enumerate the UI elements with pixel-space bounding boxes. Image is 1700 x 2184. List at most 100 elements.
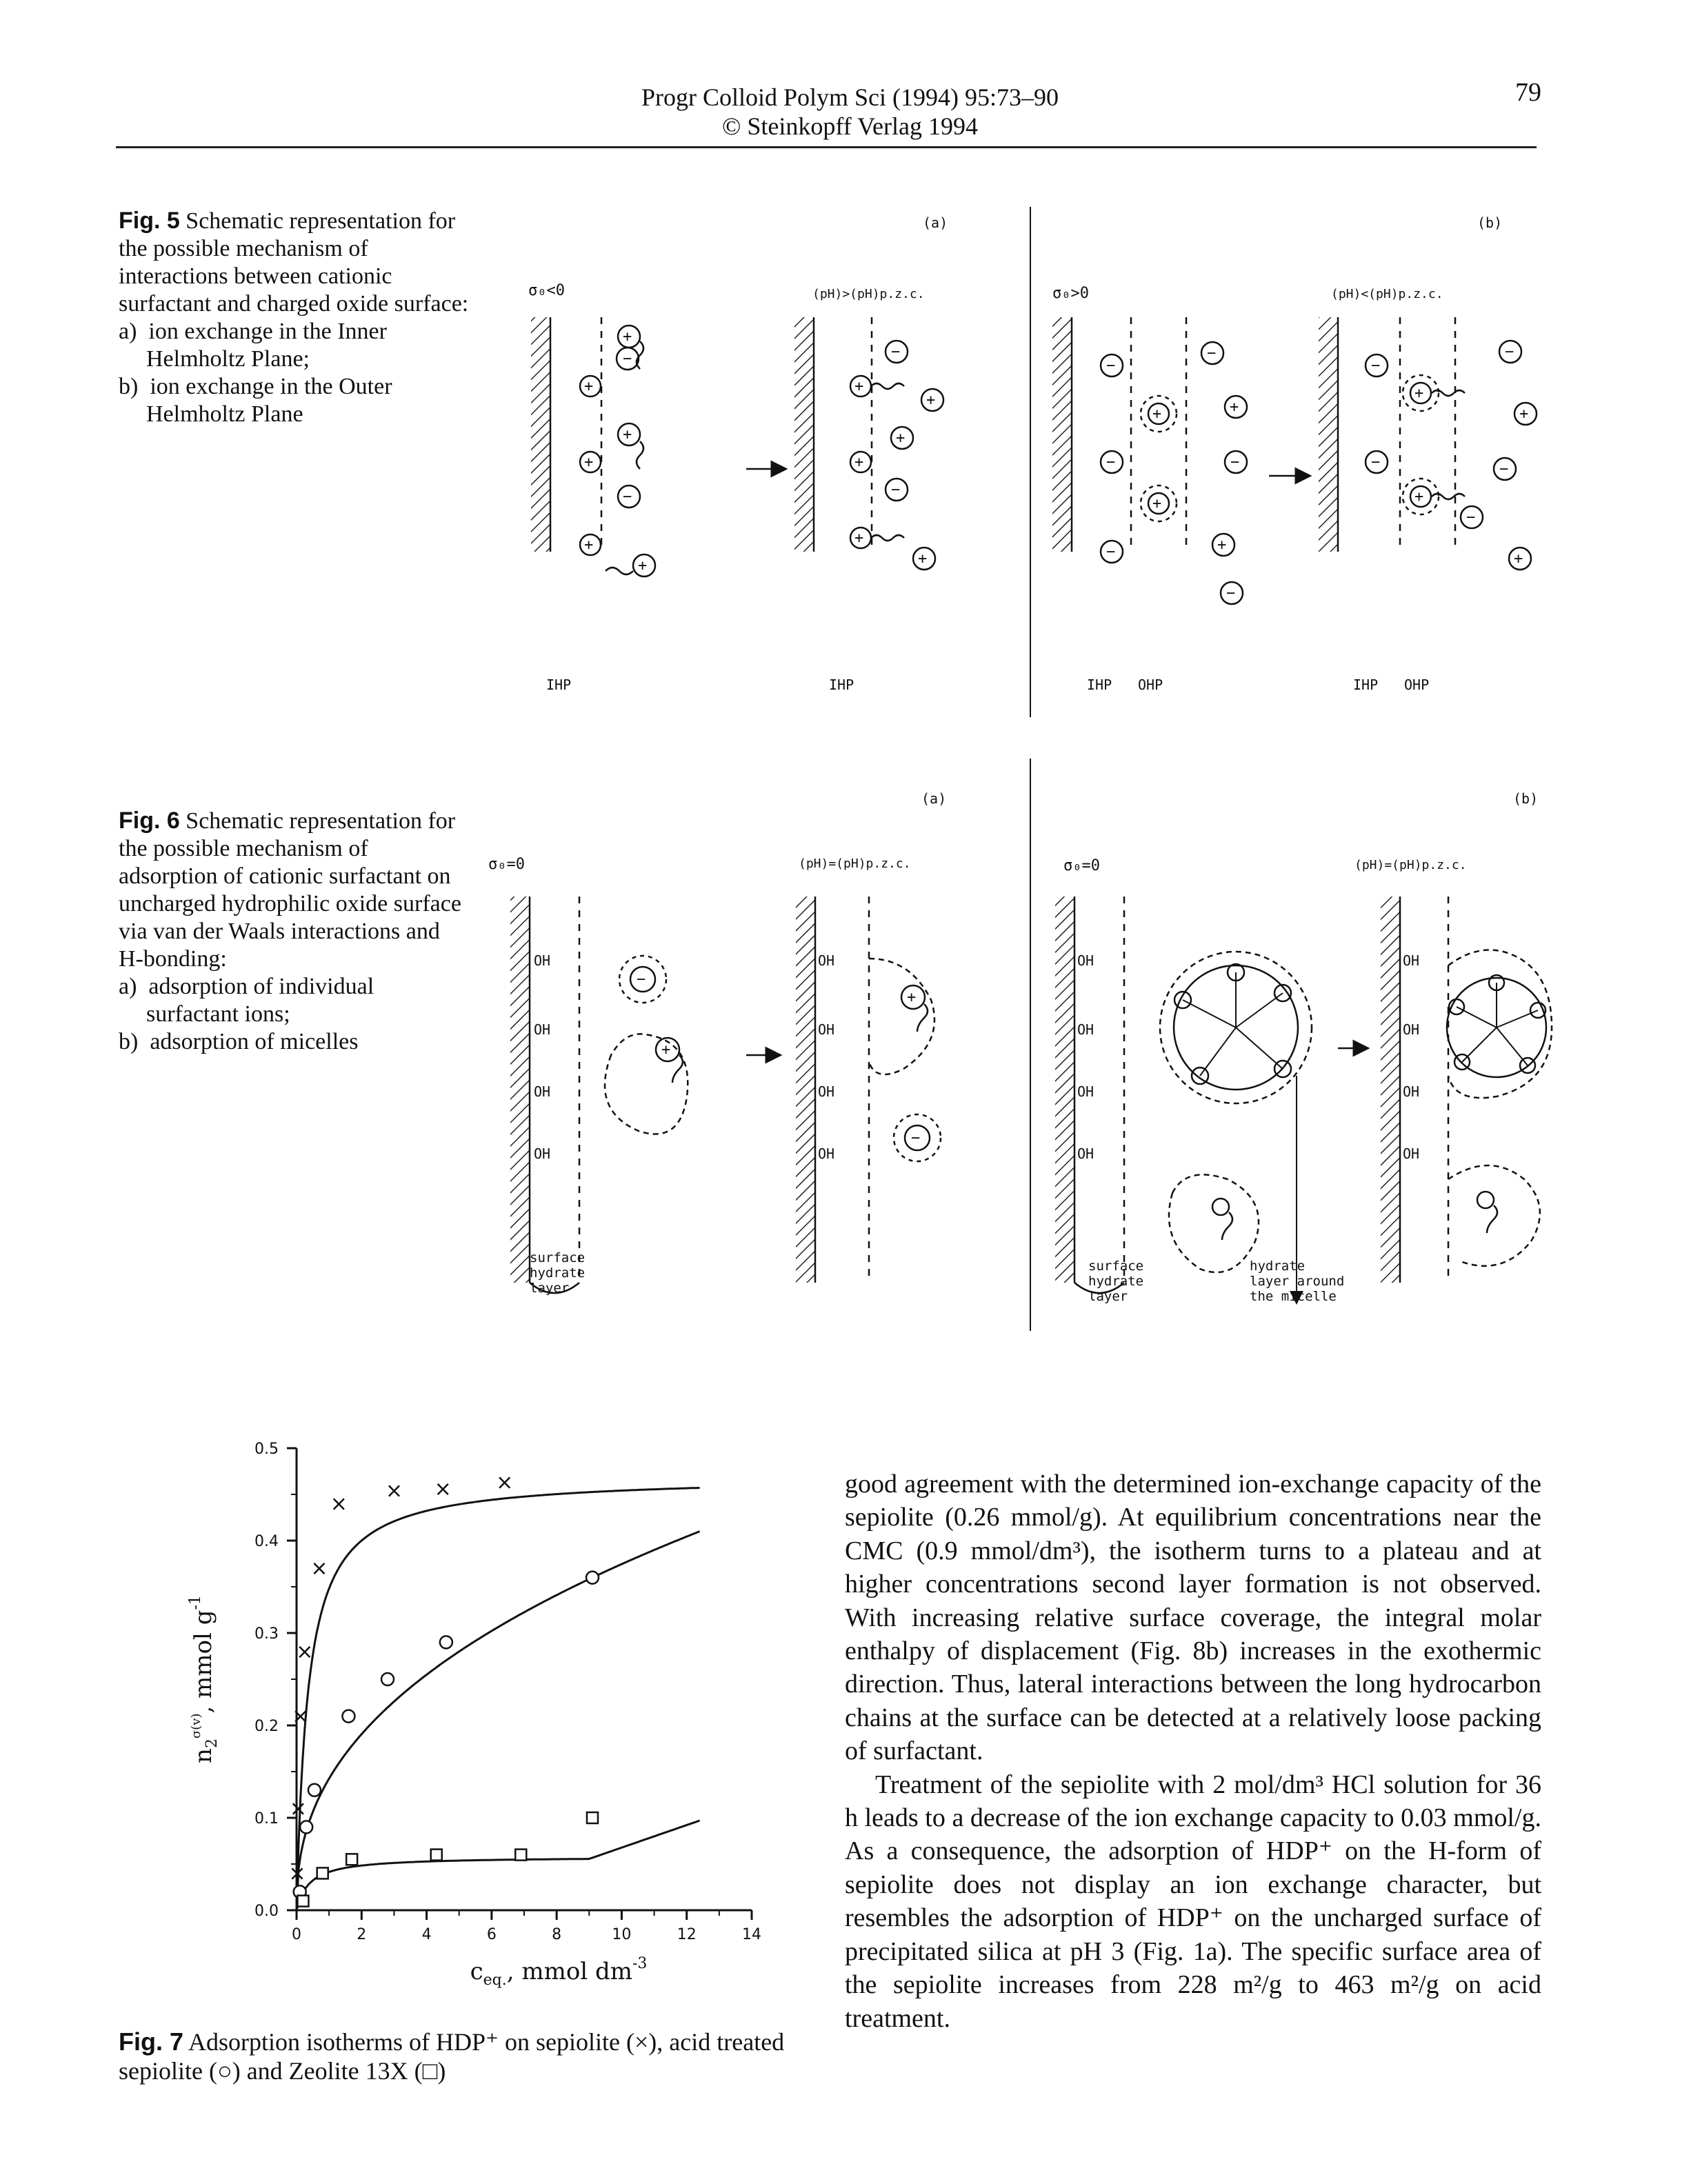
fig5a-condition: (pH)>(pH)p.z.c.: [812, 287, 925, 301]
svg-text:+: +: [907, 989, 916, 1006]
svg-text:+: +: [926, 392, 935, 409]
header-rule: [116, 146, 1537, 148]
fig6a-surface-1: surface: [530, 1250, 585, 1265]
page-number: 79: [1515, 78, 1541, 107]
sepiolite-point: ×: [330, 1492, 348, 1516]
fig6b-oh-8: OH: [1403, 1145, 1419, 1162]
fig5-caption-text: Schematic representation for the possibl…: [119, 208, 469, 317]
svg-text:+: +: [854, 378, 863, 395]
fig6b-micelle-2: layer around: [1250, 1274, 1344, 1289]
fig7-label: Fig. 7: [119, 2027, 184, 2056]
y-tick-label: 0.1: [254, 1810, 279, 1827]
sepiolite-fit-line: [295, 1487, 700, 1911]
fig5a-label: (a): [923, 214, 948, 231]
svg-text:−: −: [1466, 509, 1475, 526]
zeolite-point: [316, 1867, 329, 1880]
fig6a-oh-3: OH: [534, 1083, 550, 1100]
y-tick-label: 0.2: [254, 1718, 279, 1735]
fig6a-oh-4: OH: [534, 1145, 550, 1162]
copyright-line: © Steinkopff Verlag 1994: [722, 112, 978, 140]
fig5b-ohp-2: OHP: [1404, 677, 1429, 693]
x-axis-label: ceq., mmol dm-3: [470, 1955, 648, 1989]
fig5-item-b: b) ion exchange in the Outer Helmholtz P…: [119, 374, 392, 427]
fig5-label: Fig. 5: [119, 208, 180, 234]
svg-text:+: +: [1152, 405, 1161, 423]
svg-text:+: +: [584, 537, 593, 554]
fig6b-surface-1: surface: [1088, 1259, 1143, 1274]
fig6b-oh-4: OH: [1077, 1145, 1094, 1162]
fig6-diagram: (a) σ₀=0 (pH)=(pH)p.z.c. OH OH OH OH − +…: [488, 759, 1553, 1331]
svg-text:+: +: [1230, 399, 1239, 416]
sepiolite-point: ×: [496, 1471, 513, 1495]
y-tick-label: 0.5: [254, 1441, 279, 1458]
fig6a-condition: (pH)=(pH)p.z.c.: [799, 856, 911, 871]
svg-text:−: −: [1371, 454, 1380, 471]
acid-sepiolite-point: [585, 1570, 600, 1585]
svg-text:+: +: [1152, 495, 1161, 512]
svg-text:−: −: [1106, 357, 1115, 374]
fig5-caption: Fig. 5 Schematic representation for the …: [119, 207, 470, 428]
fig6-caption: Fig. 6 Schematic representation for the …: [119, 807, 470, 1056]
y-tick-label: 0.0: [254, 1903, 279, 1920]
svg-text:+: +: [1414, 488, 1423, 505]
zeolite-point: [345, 1853, 359, 1866]
fig6b-oh-6: OH: [1403, 1021, 1419, 1038]
svg-text:+: +: [918, 550, 927, 568]
svg-text:−: −: [1106, 454, 1115, 471]
fig6b-surface-3: layer: [1088, 1289, 1128, 1304]
svg-text:+: +: [638, 557, 647, 574]
fig6-caption-text: Schematic representation for the possibl…: [119, 808, 461, 972]
acid-sepiolite-point: [439, 1635, 454, 1650]
fig6b-oh-5: OH: [1403, 952, 1419, 969]
svg-text:−: −: [637, 971, 646, 988]
acid-sepiolite-point: [307, 1783, 322, 1798]
fig6b-oh-3: OH: [1077, 1083, 1094, 1100]
fig6a-oh-7: OH: [818, 1083, 834, 1100]
svg-text:+: +: [623, 328, 632, 345]
svg-text:−: −: [1499, 461, 1508, 478]
zeolite-point: [430, 1848, 443, 1861]
sepiolite-point: ×: [310, 1556, 328, 1581]
svg-text:+: +: [854, 454, 863, 471]
fig5a-ihp-2: IHP: [829, 677, 854, 693]
svg-text:−: −: [623, 350, 632, 368]
x-tick-label: 14: [742, 1926, 761, 1943]
acid-sepiolite-point: [380, 1672, 395, 1687]
fig5b-condition: (pH)<(pH)p.z.c.: [1331, 287, 1443, 301]
svg-text:+: +: [854, 530, 863, 547]
svg-text:−: −: [1207, 345, 1216, 362]
fig6a-oh-5: OH: [818, 952, 834, 969]
fig6a-sigma: σ₀=0: [488, 856, 525, 873]
svg-text:+: +: [623, 426, 632, 443]
sepiolite-point: ×: [290, 1797, 307, 1821]
x-tick-label: 8: [552, 1926, 561, 1943]
fig7-caption-text: Adsorption isotherms of HDP⁺ on sepiolit…: [119, 2028, 785, 2085]
zeolite-point: [297, 1894, 310, 1907]
svg-text:−: −: [1505, 343, 1514, 361]
svg-text:+: +: [1217, 537, 1226, 554]
acid-sepiolite-fit-line: [295, 1530, 701, 1911]
svg-text:−: −: [891, 343, 900, 361]
fig5-item-a: a) ion exchange in the Inner Helmholtz P…: [119, 319, 387, 372]
y-tick-label: 0.4: [254, 1533, 279, 1550]
fig6b-surface-2: hydrate: [1088, 1274, 1143, 1289]
fig5b-label: (b): [1477, 214, 1502, 231]
fig6b-micelle-3: the micelle: [1250, 1289, 1337, 1304]
fig6-item-a: a) adsorption of individual surfactant i…: [119, 974, 374, 1027]
fig5a-sigma: σ₀<0: [528, 282, 565, 299]
fig6b-oh-2: OH: [1077, 1021, 1094, 1038]
fig5-diagram: (a) σ₀<0 (pH)>(pH)p.z.c. + + + + − + − +…: [528, 207, 1538, 717]
fig6-item-b: b) adsorption of micelles: [119, 1029, 359, 1054]
zeolite-point: [586, 1811, 599, 1825]
svg-text:−: −: [1230, 454, 1239, 471]
sepiolite-point: ×: [288, 1861, 306, 1885]
fig6a-oh-6: OH: [818, 1021, 834, 1038]
sepiolite-point: ×: [292, 1705, 309, 1729]
fig6b-micelle-1: hydrate: [1250, 1259, 1305, 1274]
body-paragraph-1: good agreement with the determined ion-e…: [845, 1470, 1541, 1766]
acid-sepiolite-point: [299, 1820, 314, 1834]
x-tick-label: 12: [677, 1926, 697, 1943]
fig5a-ihp-1: IHP: [546, 677, 571, 693]
svg-text:+: +: [1514, 550, 1523, 568]
